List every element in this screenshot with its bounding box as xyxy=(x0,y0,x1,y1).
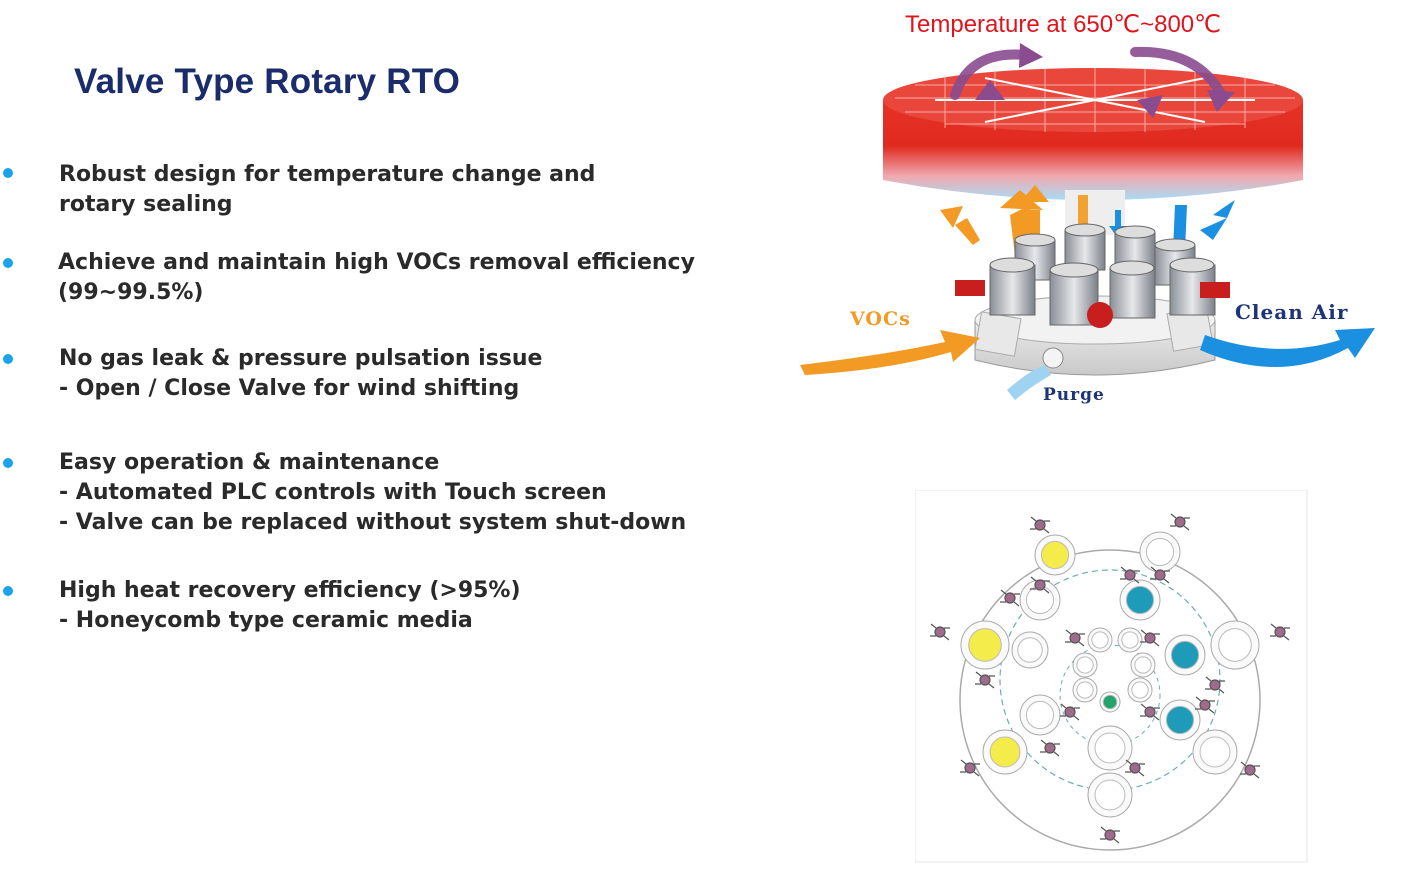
bullet-line: - Automated PLC controls with Touch scre… xyxy=(59,480,607,505)
valve-actuator xyxy=(1270,623,1290,641)
bullet-line: Robust design for temperature change and xyxy=(59,162,596,187)
valve-actuator xyxy=(1060,703,1080,721)
valve-port-inner xyxy=(1199,736,1231,768)
valve-actuator xyxy=(960,759,980,777)
bullet-dot xyxy=(3,458,13,468)
valve-port-inner xyxy=(1094,779,1126,811)
valve-port-inner xyxy=(1218,628,1252,662)
valve-port-inner xyxy=(1131,681,1149,699)
valve-actuator xyxy=(1125,759,1145,777)
page-title: Valve Type Rotary RTO xyxy=(74,62,461,101)
valve-actuator xyxy=(975,671,995,689)
valve-actuator xyxy=(1100,826,1120,844)
valve-actuator xyxy=(930,623,950,641)
bullet-dot xyxy=(3,354,13,364)
valve-actuator xyxy=(1195,696,1215,714)
valve-port-inner xyxy=(1165,705,1195,735)
bullet-dot xyxy=(3,586,13,596)
valve-cylinders xyxy=(989,223,1216,326)
valve-actuator xyxy=(1000,589,1020,607)
valve-actuator xyxy=(1240,761,1260,779)
bullet-dot xyxy=(3,168,13,178)
valve-port-inner xyxy=(1125,585,1155,615)
valve-actuator xyxy=(1150,566,1170,584)
valve-port-inner xyxy=(1102,694,1118,710)
valve-actuator xyxy=(1140,629,1160,647)
valve-port-inner xyxy=(1017,637,1043,663)
bullet-dot xyxy=(3,258,13,268)
bullet-line: - Valve can be replaced without system s… xyxy=(59,510,687,535)
outer-ring xyxy=(959,549,1261,851)
bullet-line: No gas leak & pressure pulsation issue xyxy=(59,346,543,371)
valve-port-inner xyxy=(1076,656,1094,674)
bullet-line: Easy operation & maintenance xyxy=(59,450,440,475)
bullet-line: High heat recovery efficiency (>95%) xyxy=(59,578,521,603)
valve-port-inner xyxy=(968,628,1002,662)
purge-arrow xyxy=(1007,365,1051,400)
valve-port-inner xyxy=(1170,640,1200,670)
bullet-line: - Open / Close Valve for wind shifting xyxy=(59,376,520,401)
clean-air-label: Clean Air xyxy=(1235,300,1349,324)
valve-actuator xyxy=(1030,576,1050,594)
purge-label: Purge xyxy=(1043,385,1105,405)
bullet-line: rotary sealing xyxy=(59,192,233,217)
valve-port-inner xyxy=(1145,537,1175,567)
valve-layout-diagram xyxy=(915,490,1308,863)
valve-port-inner xyxy=(1040,540,1070,570)
valve-port-inner xyxy=(989,736,1021,768)
vocs-label: VOCs xyxy=(850,308,911,330)
valve-port-inner xyxy=(1025,700,1055,730)
valve-actuator xyxy=(1205,676,1225,694)
valve-actuator xyxy=(1140,703,1160,721)
valve-actuator xyxy=(1040,739,1060,757)
valve-port-inner xyxy=(1091,631,1109,649)
valve-actuator xyxy=(1030,516,1050,534)
valve-actuator xyxy=(1065,629,1085,647)
valve-port-inner xyxy=(1121,631,1139,649)
bullet-line: - Honeycomb type ceramic media xyxy=(59,608,473,633)
bullet-line: Achieve and maintain high VOCs removal e… xyxy=(58,250,695,275)
rto-illustration xyxy=(800,43,1375,400)
bullet-line: (99~99.5%) xyxy=(58,280,204,305)
valve-port-inner xyxy=(1134,656,1152,674)
temperature-label: Temperature at 650℃~800℃ xyxy=(905,11,1222,38)
valve-port-inner xyxy=(1094,732,1126,764)
clean-air-arrow xyxy=(1200,328,1375,368)
valve-actuator xyxy=(1170,513,1190,531)
voc-arrow xyxy=(800,330,980,375)
valve-port-inner xyxy=(1076,681,1094,699)
valve-actuator xyxy=(1120,566,1140,584)
